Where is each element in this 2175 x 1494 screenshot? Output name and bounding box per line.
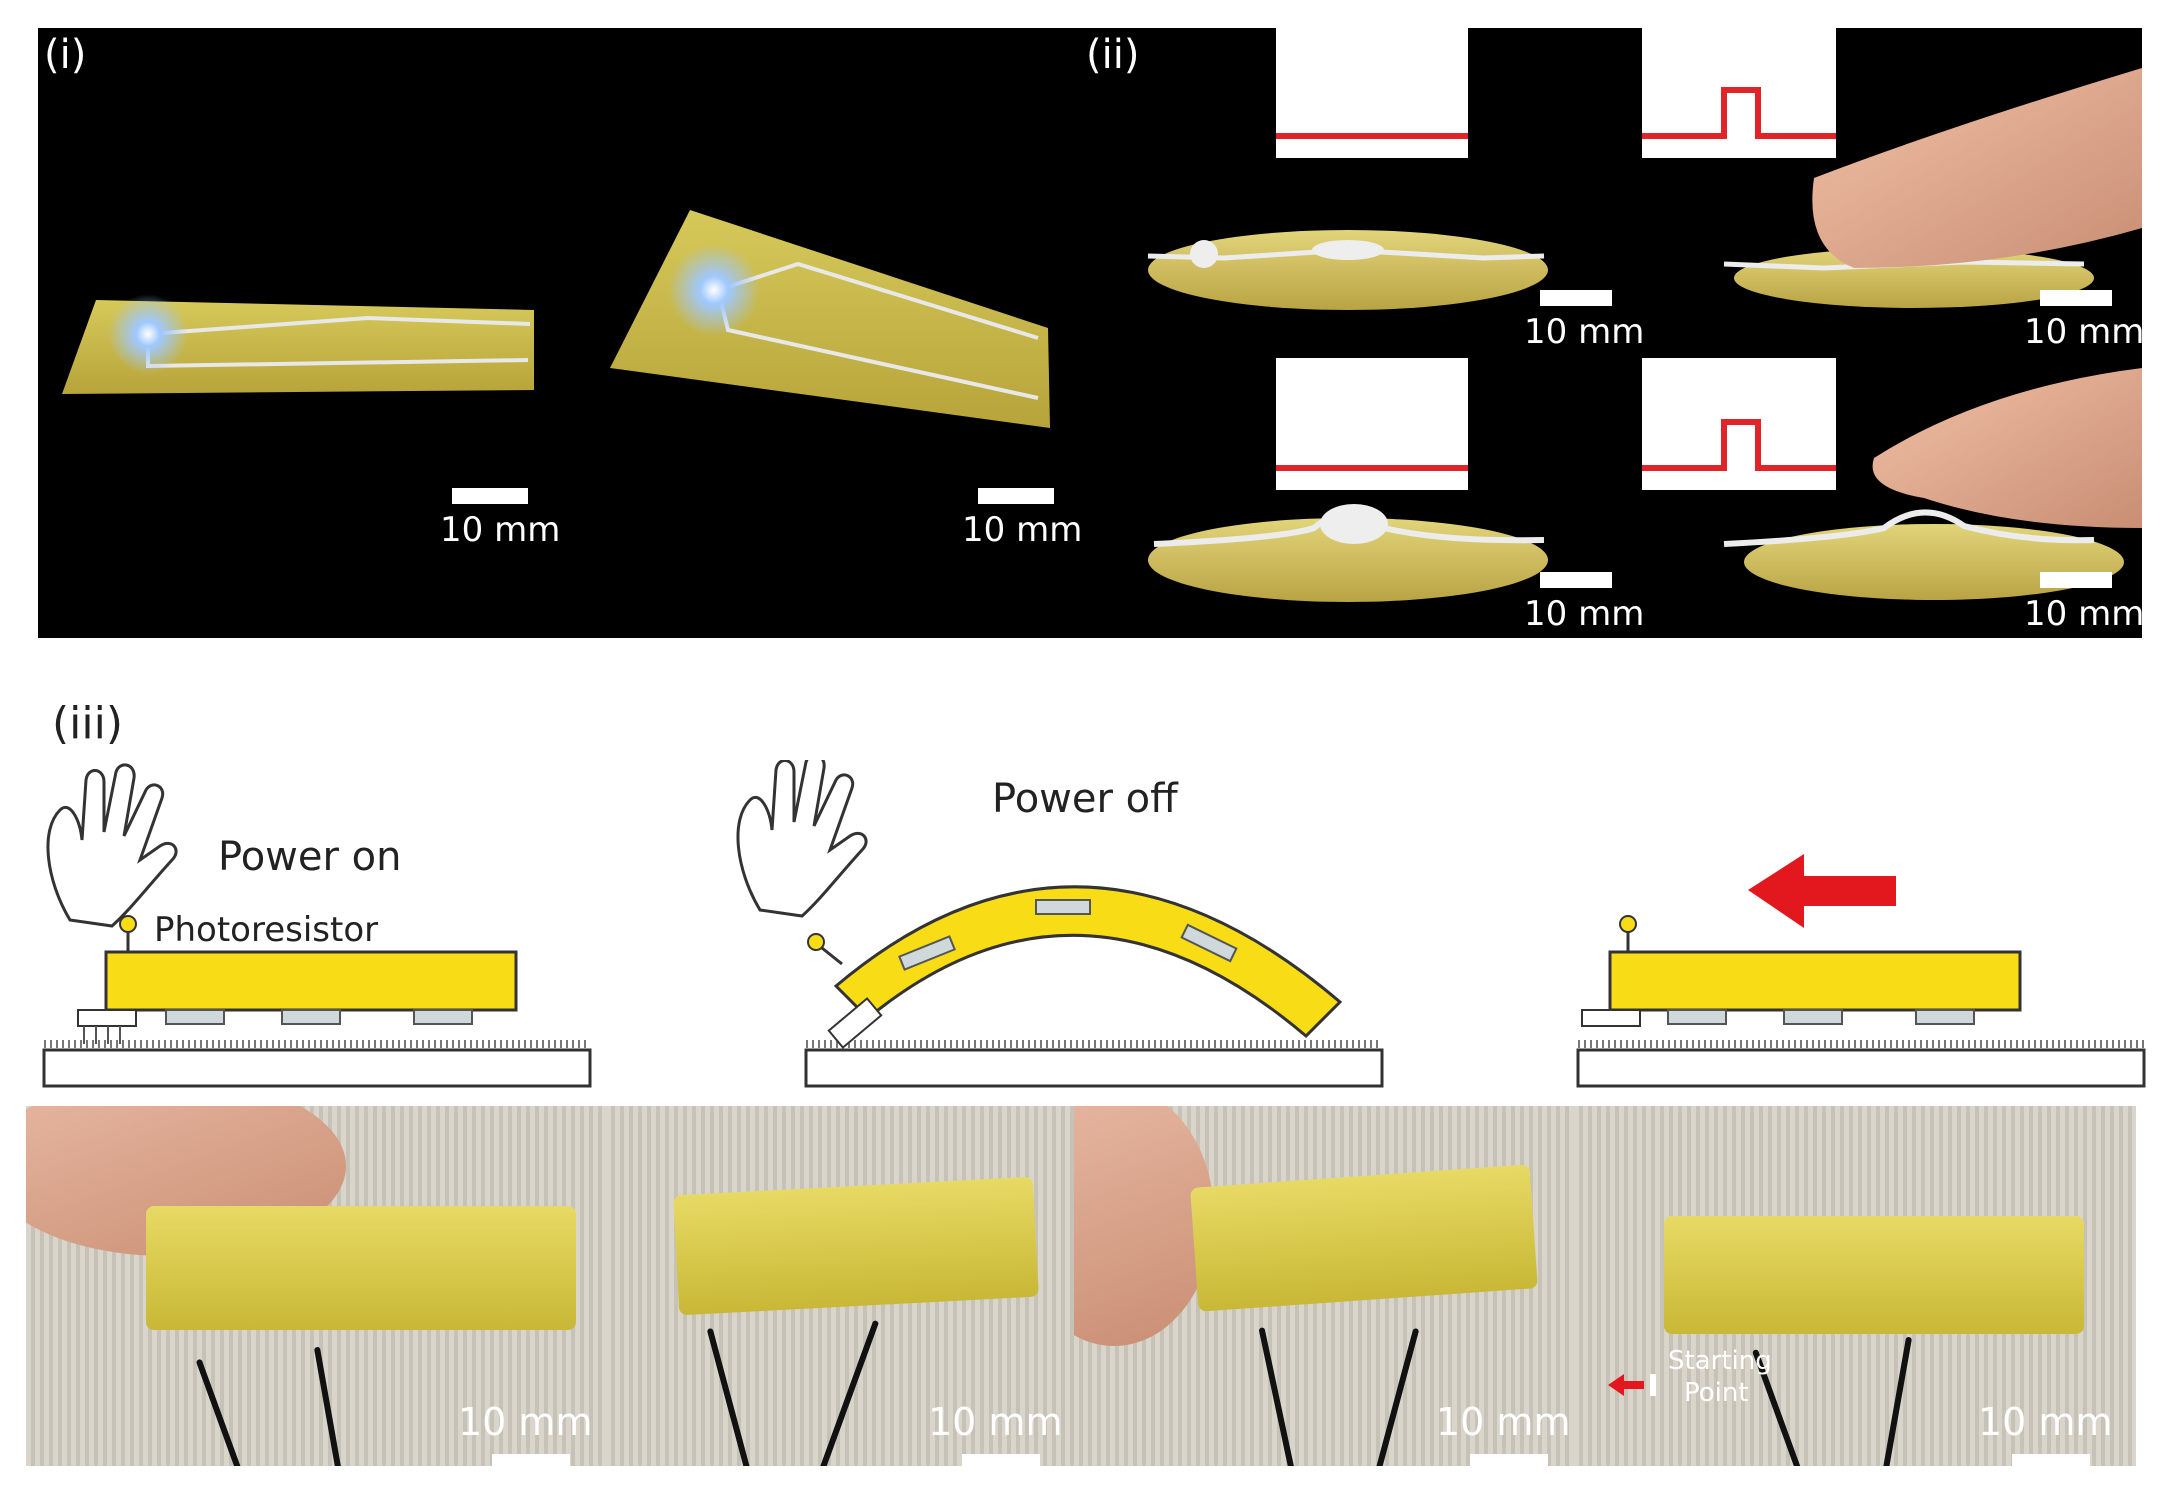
scale-label: 10 mm (2024, 312, 2142, 352)
scale-bar (452, 488, 528, 504)
signal-inset-low (1276, 358, 1468, 490)
scale-bar (1470, 1454, 1548, 1466)
scale-bar (2040, 572, 2112, 588)
scale-label: 10 mm (440, 510, 561, 550)
starting-point-arrow-icon (1608, 1374, 1656, 1396)
schematic-power-off (736, 760, 1384, 1088)
signal-inset-pulse (1642, 28, 1836, 158)
scale-label: 10 mm (928, 1400, 1063, 1444)
scale-label: 10 mm (1978, 1400, 2113, 1444)
schematic-diagrams (42, 760, 2146, 1088)
power-off-label: Power off (992, 776, 1178, 822)
lens-actuator-photos (1147, 68, 2142, 602)
actuator-strip (146, 1206, 576, 1330)
scale-bar (978, 488, 1054, 504)
wire (195, 1358, 243, 1466)
starting-point-label: Point (1684, 1378, 1749, 1408)
signal-inset-low (1276, 28, 1468, 158)
signal-inset-pulse (1642, 358, 1836, 490)
wire (1258, 1327, 1296, 1466)
photo-frame-2: 10 mm (606, 1106, 1074, 1466)
scale-label: 10 mm (1524, 594, 1645, 634)
schematic-power-on (42, 763, 592, 1088)
wire (1374, 1327, 1420, 1466)
wire (1881, 1336, 1913, 1466)
scale-bar (2012, 1454, 2090, 1466)
motion-arrow-icon (1748, 854, 1896, 928)
flat-actuator-photo (62, 210, 1050, 428)
scale-bar (1540, 290, 1612, 306)
scale-bar (1540, 572, 1612, 588)
panel-iii-label: (iii) (52, 698, 124, 749)
photo-frame-1: 10 mm (26, 1106, 606, 1466)
scale-bar (492, 1454, 570, 1466)
scale-bar (2040, 290, 2112, 306)
panel-ii-label: (ii) (1086, 32, 1140, 78)
photo-frame-3: 10 mm (1074, 1106, 1574, 1466)
actuator-strip (673, 1176, 1039, 1316)
scale-label: 10 mm (962, 510, 1083, 550)
scale-label: 10 mm (1524, 312, 1645, 352)
actuator-strip (1190, 1164, 1538, 1312)
schematic-displacement (1576, 854, 2146, 1088)
starting-point-label: Starting (1668, 1346, 1772, 1376)
photo-frame-4: Starting Point 10 mm (1574, 1106, 2136, 1466)
panel-i: (i) 10 mm 10 mm (38, 28, 1084, 638)
photoresistor-label: Photoresistor (154, 910, 379, 950)
scale-bar (962, 1454, 1040, 1466)
wire (706, 1327, 752, 1466)
scale-label: 10 mm (2024, 594, 2142, 634)
wire (313, 1346, 345, 1466)
panel-ii: (ii) (1084, 28, 2142, 638)
scale-label: 10 mm (458, 1400, 593, 1444)
scale-label: 10 mm (1436, 1400, 1571, 1444)
wire (818, 1319, 880, 1466)
panel-i-label: (i) (44, 32, 87, 78)
actuator-strip (1664, 1216, 2084, 1334)
power-on-label: Power on (218, 834, 402, 880)
